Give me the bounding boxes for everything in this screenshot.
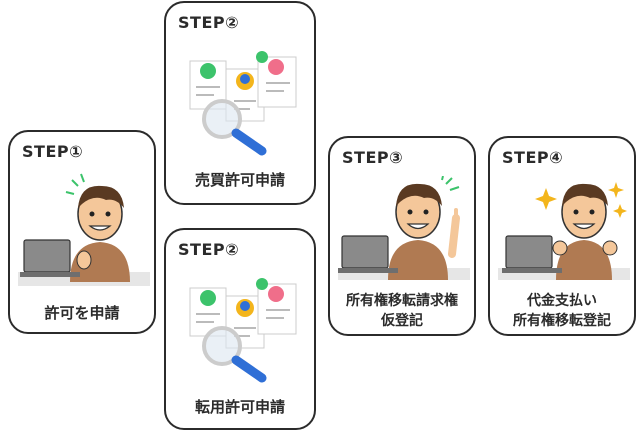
documents-magnifier-illustration: [189, 51, 297, 156]
documents-magnifier-illustration: [189, 278, 297, 383]
step4-label-line2: 所有権移転登記: [513, 313, 611, 329]
step2-sale-label: 売買許可申請: [194, 171, 285, 189]
step3-label-line1: 所有権移転請求権: [346, 293, 458, 309]
step1-title: STEP①: [22, 142, 84, 161]
step4-card: STEP④ 代金支払い 所有権移転登記: [488, 136, 636, 336]
step3-card: STEP③ 所有権移転請求権 仮登記: [328, 136, 476, 336]
step1-card: STEP① 許可を申請: [8, 130, 156, 334]
step2-sale-card: STEP② 売買許可申請: [164, 1, 316, 205]
man-celebrating-illustration: [498, 182, 630, 280]
step2-conversion-card: STEP② 転用許可申請: [164, 228, 316, 430]
step2-sale-title: STEP②: [178, 13, 240, 32]
step2-conversion-label: 転用許可申請: [194, 398, 285, 416]
step4-label-line1: 代金支払い: [527, 293, 597, 309]
step3-title: STEP③: [342, 148, 404, 167]
step3-label-line2: 仮登記: [381, 313, 423, 329]
man-laptop-illustration: [18, 173, 150, 286]
step2-conversion-title: STEP②: [178, 240, 240, 259]
step4-title: STEP④: [502, 148, 564, 167]
man-pointing-illustration: [338, 176, 470, 280]
step1-label: 許可を申請: [44, 304, 120, 322]
